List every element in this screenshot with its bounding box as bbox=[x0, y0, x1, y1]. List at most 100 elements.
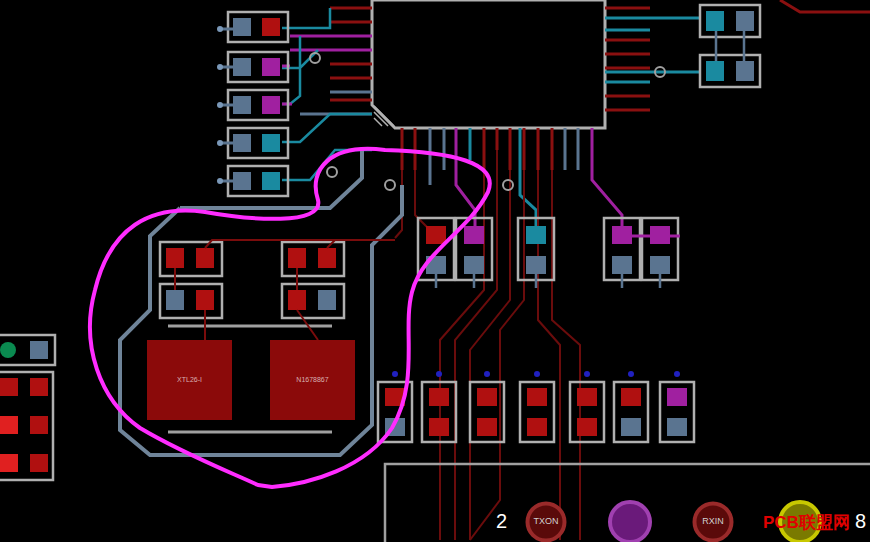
pad bbox=[612, 226, 632, 244]
pad bbox=[612, 256, 632, 274]
pad bbox=[0, 378, 18, 396]
ic-pin bbox=[605, 8, 650, 110]
component-outline bbox=[282, 284, 344, 318]
pad bbox=[736, 11, 754, 31]
component-outline bbox=[0, 335, 55, 365]
via bbox=[310, 53, 320, 63]
via bbox=[655, 67, 665, 77]
pad bbox=[166, 290, 184, 310]
via bbox=[628, 371, 634, 377]
pad bbox=[650, 256, 670, 274]
trace bbox=[780, 0, 870, 12]
trace bbox=[175, 240, 395, 340]
pad bbox=[577, 418, 597, 436]
pad bbox=[0, 342, 16, 358]
pad bbox=[233, 172, 251, 190]
component-outline bbox=[604, 218, 640, 280]
part-label: TXON bbox=[533, 517, 558, 527]
pad bbox=[262, 134, 280, 152]
ic-pin bbox=[470, 128, 536, 236]
ic-pin bbox=[330, 8, 372, 100]
through-hole-pad bbox=[695, 504, 732, 541]
pad bbox=[166, 248, 184, 268]
pad bbox=[464, 226, 484, 244]
pad bbox=[288, 248, 306, 268]
ic-outline bbox=[372, 0, 605, 128]
component-outline bbox=[160, 284, 222, 318]
pad bbox=[196, 248, 214, 268]
pad bbox=[526, 226, 546, 244]
capacitor-group bbox=[160, 240, 395, 340]
component-outline bbox=[700, 55, 760, 87]
through-hole-pad bbox=[610, 502, 650, 542]
component-outline bbox=[642, 218, 678, 280]
part-label: RXIN bbox=[702, 517, 724, 527]
pad bbox=[318, 248, 336, 268]
pad bbox=[30, 378, 48, 396]
pad-block: N1678867 bbox=[270, 340, 355, 420]
trace bbox=[282, 8, 372, 180]
pad-block: XTL26-I bbox=[147, 340, 232, 420]
component-column bbox=[217, 12, 288, 196]
part-label: N1678867 bbox=[296, 376, 328, 384]
pad bbox=[429, 418, 449, 436]
pad bbox=[426, 226, 446, 244]
ic-pin bbox=[290, 36, 372, 50]
via bbox=[534, 371, 540, 377]
component-outline bbox=[160, 242, 222, 276]
pad bbox=[0, 416, 18, 434]
component-outline bbox=[518, 218, 554, 280]
component-outline bbox=[228, 90, 288, 120]
component-outline bbox=[282, 242, 344, 276]
ic-pin bbox=[300, 92, 372, 114]
component-outline bbox=[0, 372, 53, 480]
pad bbox=[736, 61, 754, 81]
pin-number: 8 bbox=[855, 511, 866, 531]
pad bbox=[464, 256, 484, 274]
pad bbox=[577, 388, 597, 406]
pad bbox=[262, 58, 280, 76]
via bbox=[217, 102, 223, 108]
pad bbox=[527, 388, 547, 406]
pad-circle: TXON bbox=[525, 501, 567, 542]
via bbox=[674, 371, 680, 377]
trace bbox=[395, 150, 580, 540]
pad bbox=[30, 341, 48, 359]
pad bbox=[706, 61, 724, 81]
component-outline bbox=[228, 52, 288, 82]
via bbox=[217, 178, 223, 184]
part-label: XTL26-I bbox=[177, 376, 202, 384]
component-outline bbox=[520, 382, 554, 442]
pad bbox=[318, 290, 336, 310]
pad bbox=[477, 418, 497, 436]
via bbox=[436, 371, 442, 377]
trace bbox=[436, 274, 660, 288]
connector-outline bbox=[385, 464, 870, 542]
component-group bbox=[700, 5, 760, 87]
component-outline bbox=[570, 382, 604, 442]
pad bbox=[0, 454, 18, 472]
trace bbox=[605, 71, 700, 74]
pad bbox=[262, 96, 280, 114]
via bbox=[584, 371, 590, 377]
trace bbox=[632, 235, 680, 238]
pad bbox=[621, 418, 641, 436]
via bbox=[217, 26, 223, 32]
component-outline bbox=[614, 382, 648, 442]
component-outline bbox=[470, 382, 504, 442]
via bbox=[217, 140, 223, 146]
pin1-hatch bbox=[374, 106, 394, 126]
pad bbox=[233, 58, 251, 76]
pad bbox=[30, 416, 48, 434]
via bbox=[503, 180, 513, 190]
component-outline bbox=[228, 12, 288, 42]
component-outline bbox=[422, 382, 456, 442]
via-dots bbox=[217, 26, 223, 184]
component-outline bbox=[228, 166, 288, 196]
pad bbox=[233, 18, 251, 36]
pad bbox=[667, 418, 687, 436]
ground-trace bbox=[120, 150, 402, 455]
component-outline bbox=[700, 5, 760, 37]
